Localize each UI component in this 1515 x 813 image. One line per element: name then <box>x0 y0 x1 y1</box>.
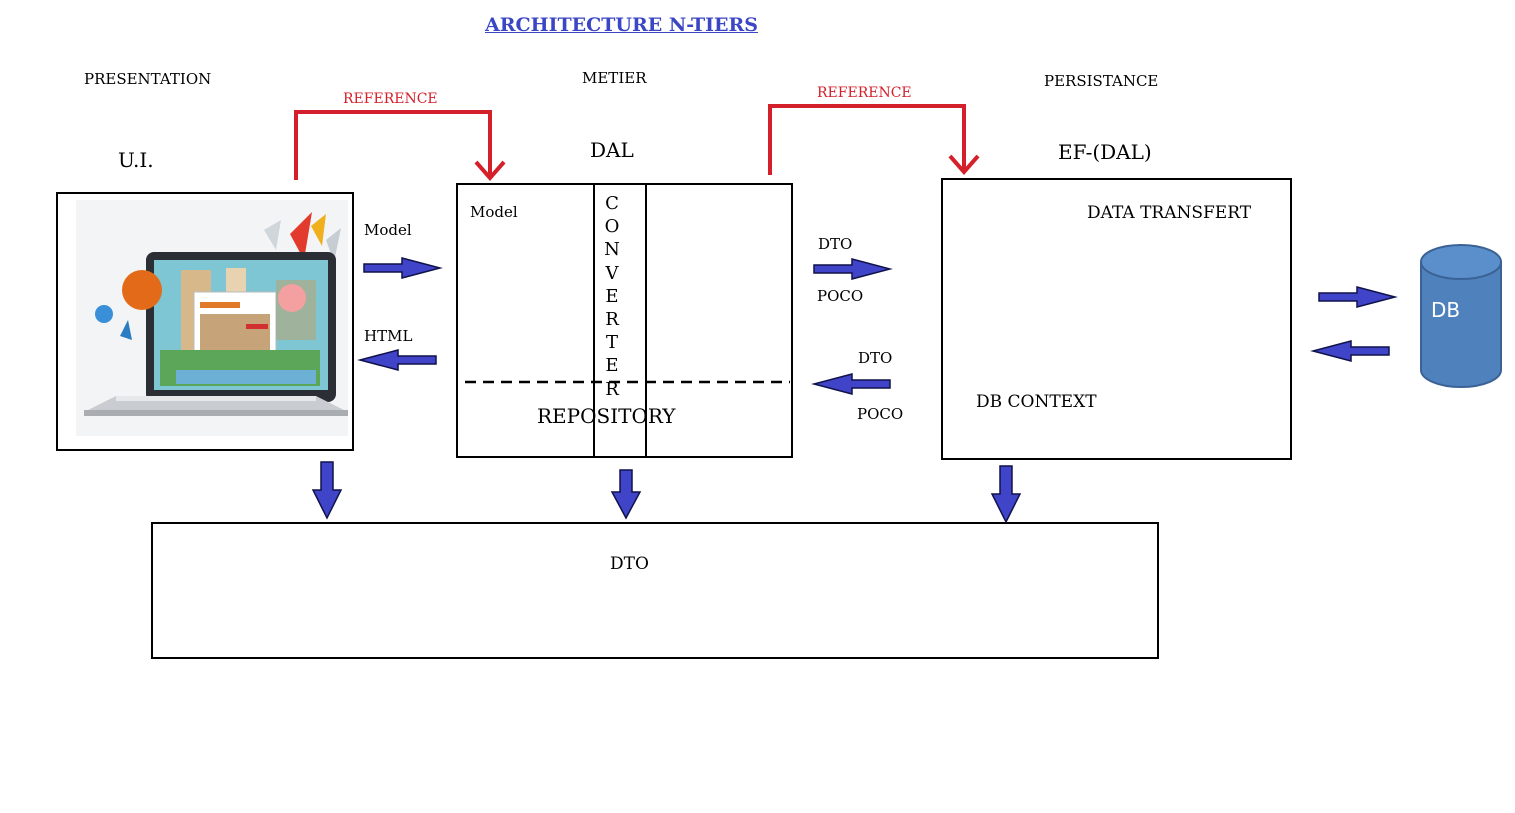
converter-letter: T <box>605 332 618 354</box>
database-label: DB <box>1431 298 1461 322</box>
reference-line-left <box>294 110 492 180</box>
dal-box <box>456 183 793 458</box>
arrow-label-poco-bottom: POCO <box>857 405 904 423</box>
db-context-label: DB CONTEXT <box>976 392 1097 412</box>
reference-arrowhead-left-icon <box>474 160 506 182</box>
converter-vertical-label: C O N V E R T E R <box>596 192 628 401</box>
reference-label-left: REFERENCE <box>343 91 438 107</box>
arrow-right-db-icon <box>1318 286 1398 308</box>
dto-box <box>151 522 1159 659</box>
ui-box <box>56 192 354 451</box>
tier-metier-label: METIER <box>582 69 647 87</box>
arrow-right-dto-icon <box>813 258 893 280</box>
data-transfert-label: DATA TRANSFERT <box>1087 203 1252 223</box>
converter-letter: C <box>605 193 619 214</box>
arrow-down-ef-icon <box>990 465 1022 524</box>
arrow-left-db-icon <box>1310 340 1390 362</box>
reference-arrowhead-right-icon <box>948 154 980 176</box>
ef-box <box>941 178 1292 460</box>
arrow-label-dto-top: DTO <box>818 235 853 253</box>
ef-heading: EF-(DAL) <box>1058 140 1152 164</box>
dto-box-label: DTO <box>610 554 649 574</box>
reference-line-right <box>768 104 966 175</box>
laptop-illustration-icon <box>76 200 348 436</box>
arrow-left-html-icon <box>357 349 437 371</box>
arrow-label-poco-top: POCO <box>817 287 864 305</box>
repository-label: REPOSITORY <box>537 404 676 428</box>
arrow-right-model-icon <box>363 257 443 279</box>
diagram-title: ARCHITECTURE N-TIERS <box>485 14 758 36</box>
arrow-down-dal-icon <box>610 469 642 520</box>
arrow-label-model: Model <box>364 221 412 239</box>
converter-letter: R <box>605 378 619 400</box>
ui-heading: U.I. <box>118 148 154 172</box>
arrow-left-dto-icon <box>811 373 891 395</box>
tier-persistance-label: PERSISTANCE <box>1044 72 1159 90</box>
reference-label-right: REFERENCE <box>817 85 912 101</box>
dal-model-label: Model <box>470 203 518 221</box>
tier-presentation-label: PRESENTATION <box>84 70 212 88</box>
converter-letter: R <box>605 309 619 331</box>
converter-letter: E <box>605 285 619 307</box>
converter-letter: E <box>605 355 619 377</box>
converter-letter: V <box>605 262 619 284</box>
arrow-label-html: HTML <box>364 327 413 345</box>
arrow-down-ui-icon <box>311 461 343 520</box>
converter-letter: N <box>604 239 620 261</box>
database-cylinder-icon <box>1420 244 1502 388</box>
arrow-label-dto-bottom: DTO <box>858 349 893 367</box>
dal-heading: DAL <box>590 138 634 162</box>
converter-letter: O <box>604 216 620 238</box>
